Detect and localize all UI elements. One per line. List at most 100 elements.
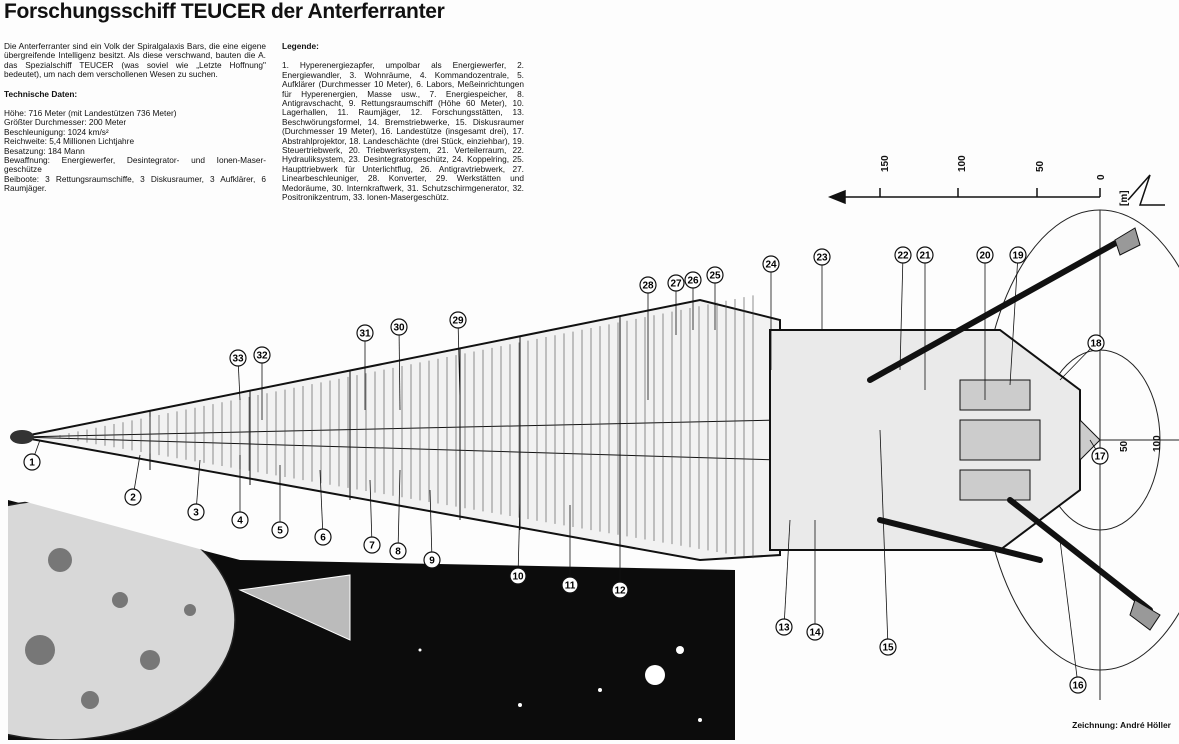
- callout-circle: [813, 248, 831, 266]
- callout-circle: [423, 551, 441, 569]
- scale-tick-label: 100: [1152, 435, 1163, 452]
- illustrator-credit: Zeichnung: André Höller: [1072, 720, 1171, 730]
- callout-circle: [976, 246, 994, 264]
- legend-heading: Legende:: [282, 41, 319, 51]
- intro-text: Die Anterferranter sind ein Volk der Spi…: [4, 41, 266, 80]
- callout-leader-line: [1059, 342, 1097, 381]
- scale-tick-label: 50: [1035, 160, 1046, 172]
- callout-circle: [253, 346, 271, 364]
- callout-number: 28: [642, 281, 654, 292]
- callout-number: 6: [320, 533, 326, 544]
- tech-line: Größter Durchmesser: 200 Meter: [4, 117, 127, 128]
- ship-hull-cone: [19, 298, 781, 562]
- callout-circle: [806, 623, 824, 641]
- callout-leader-line: [195, 459, 201, 513]
- callout-circle: [667, 274, 685, 292]
- callout-circle: [916, 246, 934, 264]
- callout-circle: [356, 324, 374, 342]
- callout-circle: [894, 246, 912, 264]
- callout-circle: [775, 618, 793, 636]
- callout-number: 4: [237, 516, 243, 527]
- callout-number: 29: [452, 316, 464, 327]
- scale-unit: [m]: [1119, 190, 1130, 206]
- callout-circle: [1009, 246, 1027, 264]
- callout-circle: [124, 488, 142, 506]
- callout-number: 26: [687, 276, 699, 287]
- callout-number: 14: [809, 628, 821, 639]
- callout-circle: [879, 638, 897, 656]
- callout-circle: [229, 349, 247, 367]
- callout-leader-line: [319, 469, 324, 538]
- tech-line: Beschleunigung: 1024 km/s²: [4, 126, 109, 137]
- callout-leader-line: [1059, 539, 1079, 686]
- callout-number: 7: [369, 541, 375, 552]
- tech-line: Reichweite: 5,4 Millionen Lichtjahre: [4, 136, 135, 147]
- callout-circle: [231, 511, 249, 529]
- callout-number: 10: [512, 572, 524, 583]
- nose-emitter: [10, 430, 34, 444]
- callout-circle: [762, 255, 780, 273]
- callout-number: 9: [429, 556, 435, 567]
- callout-circle: [1087, 334, 1105, 352]
- callout-number: 31: [359, 329, 371, 340]
- callout-leader-line: [517, 499, 521, 577]
- callout-circle: [314, 528, 332, 546]
- tech-heading: Technische Daten:: [4, 88, 78, 99]
- intro-column: Die Anterferranter sind ein Volk der Spi…: [4, 41, 266, 194]
- scale-tick-label: 150: [880, 155, 891, 172]
- callout-number: 8: [395, 547, 401, 558]
- callout-number: 19: [1012, 251, 1024, 262]
- callout-leader-line: [879, 429, 889, 648]
- callout-leader-line: [397, 469, 401, 552]
- callout-leader-line: [783, 519, 791, 628]
- callout-circle: [1069, 676, 1087, 694]
- callout-number: 13: [778, 623, 790, 634]
- callout-number: 17: [1094, 452, 1106, 463]
- callout-circle: [23, 453, 41, 471]
- callout-circle: [1091, 447, 1109, 465]
- callout-circle: [509, 567, 527, 585]
- callout-circle: [271, 521, 289, 539]
- landing-pad-top: [1114, 227, 1141, 256]
- callout-leader-line: [369, 479, 373, 546]
- planet-craters: [25, 548, 196, 709]
- callout-circle: [639, 276, 657, 294]
- callout-circle: [611, 581, 629, 599]
- callout-number: 30: [393, 323, 405, 334]
- callout-number: 5: [277, 526, 283, 537]
- callout-number: 32: [256, 351, 268, 362]
- tech-line: Höhe: 716 Meter (mit Landestützen 736 Me…: [4, 108, 177, 119]
- callout-number: 11: [565, 581, 576, 592]
- engine-nozzles: [959, 379, 1101, 501]
- tech-line: Bewaffnung: Energiewerfer, Desintegrator…: [4, 155, 266, 175]
- callout-number: 25: [709, 271, 721, 282]
- callout-number: 1: [29, 458, 35, 469]
- callout-number: 33: [232, 354, 244, 365]
- landing-pad-bottom: [1129, 599, 1161, 631]
- callout-number: 3: [193, 508, 199, 519]
- callout-leader-line: [457, 319, 461, 401]
- callout-number: 16: [1072, 681, 1084, 692]
- callout-number: 24: [765, 260, 777, 271]
- hull-detail-hatching: [59, 295, 754, 559]
- callout-number: 23: [816, 253, 828, 264]
- callout-circle: [706, 266, 724, 284]
- callout-circle: [187, 503, 205, 521]
- scale-tick-label: 50: [1119, 440, 1130, 452]
- callout-number: 15: [882, 643, 894, 654]
- callout-circle: [561, 576, 579, 594]
- callout-circle: [389, 542, 407, 560]
- callout-number: 22: [897, 251, 909, 262]
- distant-ship: [238, 574, 351, 641]
- stars: [418, 646, 702, 722]
- tech-line: Beiboote: 3 Rettungsraumschiffe, 3 Disku…: [4, 173, 266, 194]
- callout-number: 18: [1090, 339, 1102, 350]
- tech-data-list: Höhe: 716 Meter (mit Landestützen 736 Me…: [4, 108, 266, 194]
- callout-circle: [449, 311, 467, 329]
- tech-line: Besatzung: 184 Mann: [4, 145, 85, 156]
- scale-tick-label: 0: [1096, 174, 1107, 180]
- callout-number: 27: [670, 279, 682, 290]
